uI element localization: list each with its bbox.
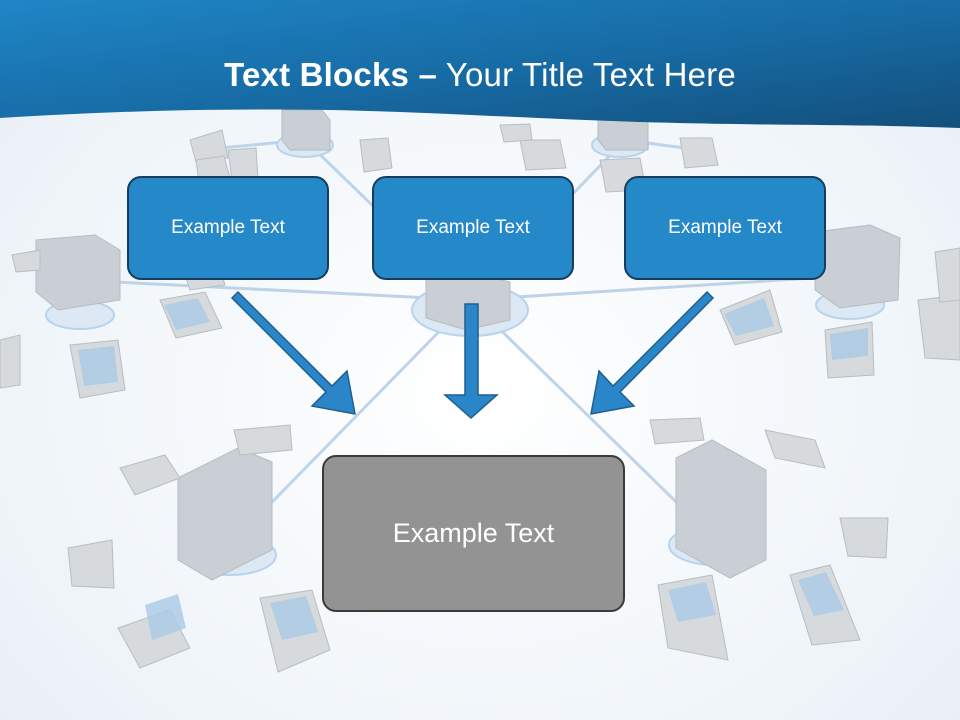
target-text-block[interactable]: Example Text <box>322 455 625 612</box>
slide-title: Text Blocks – Your Title Text Here <box>0 52 960 98</box>
title-regular-part: Your Title Text Here <box>445 56 736 93</box>
text-block-3[interactable]: Example Text <box>624 176 826 280</box>
text-block-2[interactable]: Example Text <box>372 176 574 280</box>
arrow-middle <box>443 303 499 420</box>
title-dash: – <box>418 56 437 93</box>
title-bold-part: Text Blocks <box>224 56 410 93</box>
arrow-left <box>230 290 356 415</box>
target-text-block-label: Example Text <box>392 518 555 548</box>
text-block-2-label: Example Text <box>416 217 530 238</box>
text-block-1-label: Example Text <box>171 217 285 238</box>
header-banner <box>0 0 960 128</box>
text-block-3-label: Example Text <box>668 217 782 238</box>
text-block-1[interactable]: Example Text <box>127 176 329 280</box>
arrow-right <box>590 290 715 415</box>
